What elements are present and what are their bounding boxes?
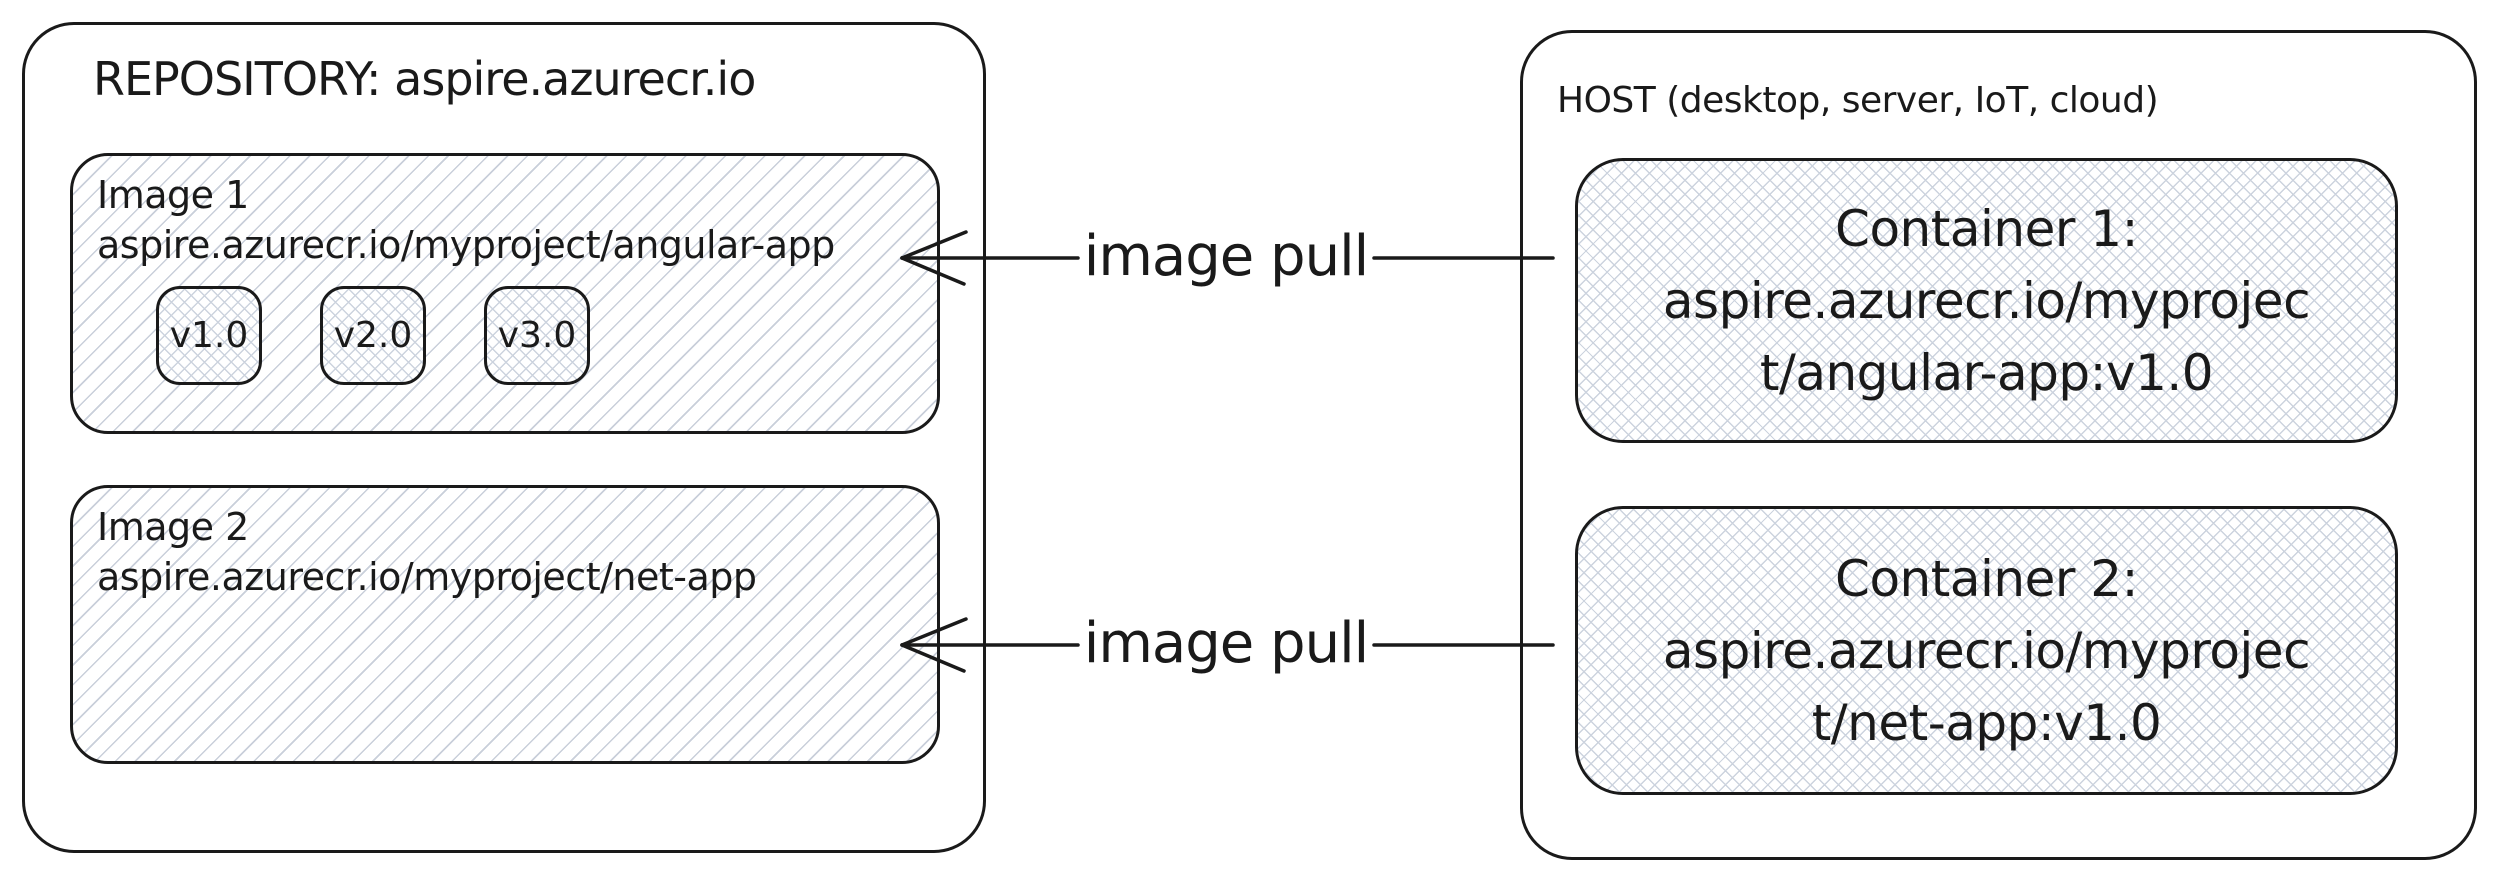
- tag-v3-0: v3.0: [484, 286, 590, 385]
- container-2-image-line1: aspire.azurecr.io/myprojec: [1662, 621, 2311, 680]
- image-1-box: Image 1 aspire.azurecr.io/myproject/angu…: [70, 153, 940, 434]
- image-1-path: aspire.azurecr.io/myproject/angular-app: [97, 223, 835, 267]
- pull-arrow-1: [900, 230, 1555, 286]
- container-2-box: Container 2: aspire.azurecr.io/myprojec …: [1575, 506, 2398, 795]
- image-2-box: Image 2 aspire.azurecr.io/myproject/net-…: [70, 485, 940, 764]
- container-1-image-line1: aspire.azurecr.io/myprojec: [1662, 271, 2311, 330]
- container-2-image-line2: t/net-app:v1.0: [1811, 693, 2162, 752]
- container-1-image-line2: t/angular-app:v1.0: [1759, 343, 2214, 402]
- image-2-path: aspire.azurecr.io/myproject/net-app: [97, 555, 757, 599]
- image-pull-label-2: image pull: [1083, 611, 1369, 677]
- container-1-title: Container 1:: [1835, 199, 2138, 258]
- repository-box: REPOSITORY: aspire.azurecr.io Image 1 as…: [22, 22, 986, 853]
- pull-arrow-2: [900, 617, 1555, 673]
- image-1-tags-row: v1.0 v2.0 v3.0: [156, 286, 590, 385]
- tag-v1-0: v1.0: [156, 286, 262, 385]
- container-2-title: Container 2:: [1835, 549, 2138, 608]
- repository-title: REPOSITORY: aspire.azurecr.io: [93, 52, 756, 106]
- image-pull-label-1: image pull: [1083, 224, 1369, 290]
- host-title: HOST (desktop, server, IoT, cloud): [1557, 80, 2159, 121]
- host-box: HOST (desktop, server, IoT, cloud) Conta…: [1520, 30, 2477, 860]
- tag-v2-0: v2.0: [320, 286, 426, 385]
- container-1-box: Container 1: aspire.azurecr.io/myprojec …: [1575, 158, 2398, 443]
- image-1-name: Image 1: [97, 173, 249, 217]
- image-2-name: Image 2: [97, 505, 249, 549]
